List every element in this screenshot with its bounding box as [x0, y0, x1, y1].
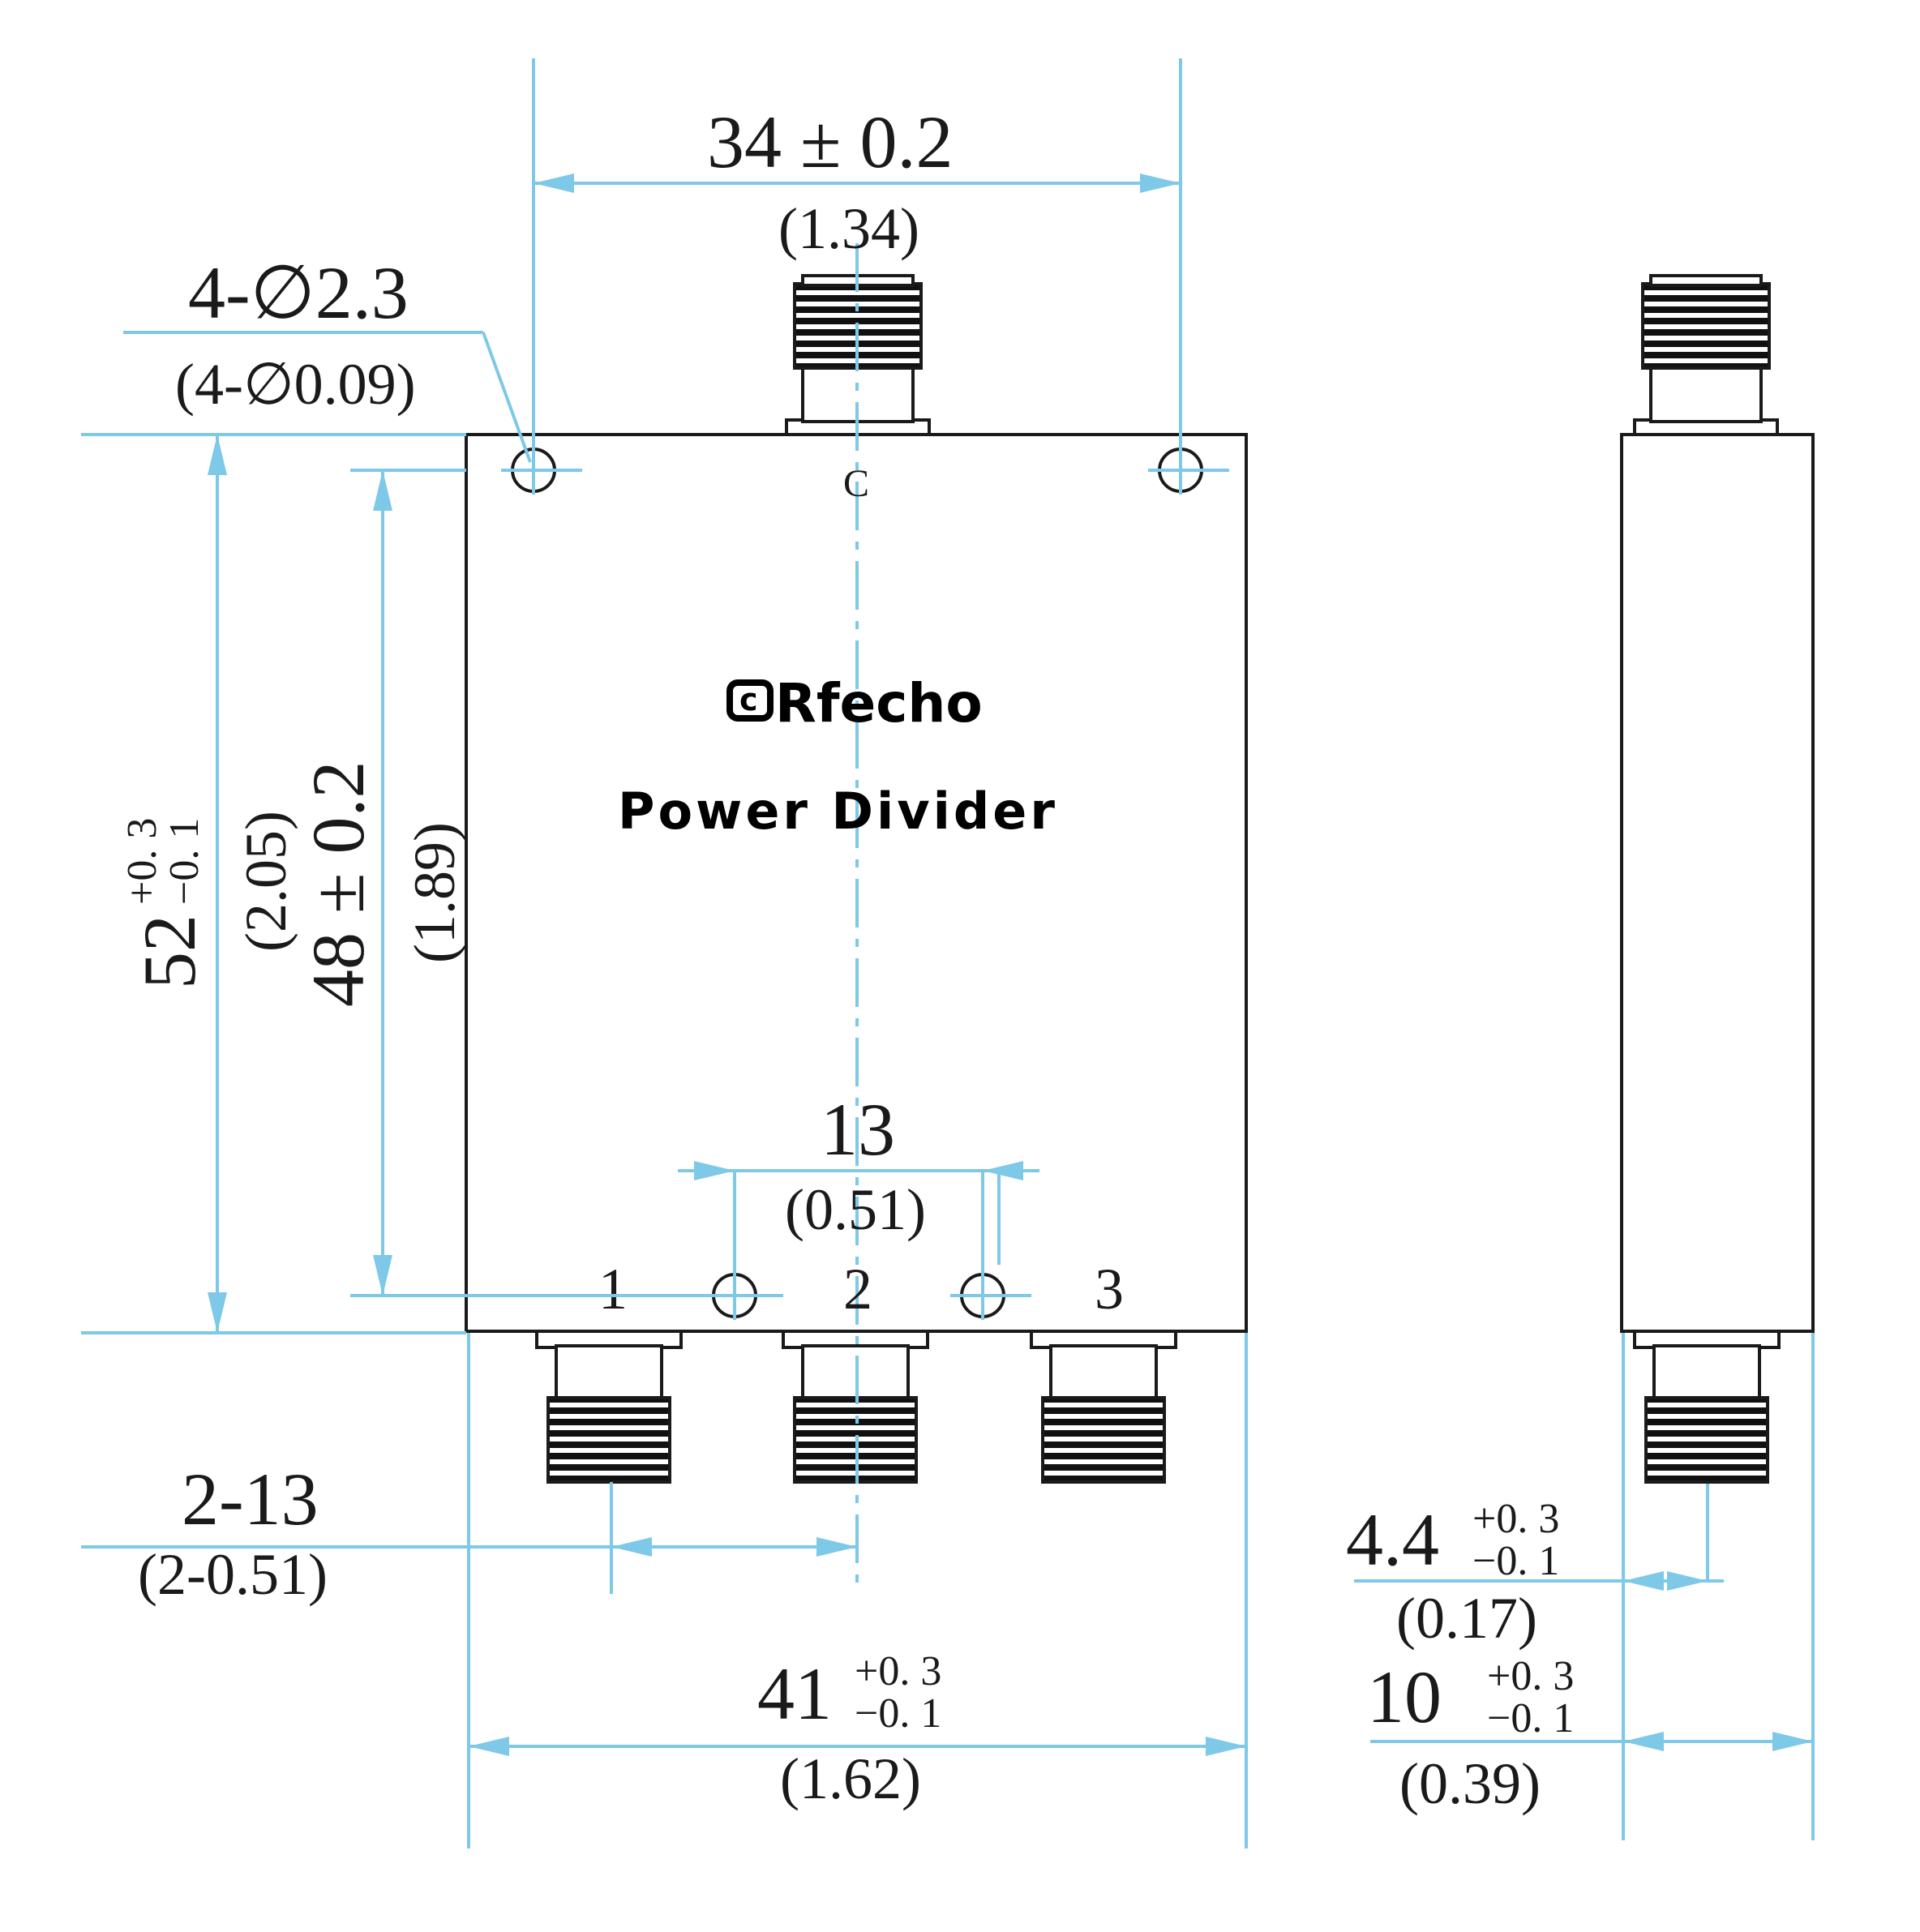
port-spacing-value: 2-13: [182, 1458, 319, 1540]
connector-offset-tol-plus: +0. 3: [1472, 1496, 1559, 1542]
body-width-tol-minus: −0. 1: [855, 1690, 941, 1737]
dimension-port-spacing: 2-13 (2-0.51): [81, 1458, 857, 1607]
thickness-tol-plus: +0. 3: [1487, 1653, 1574, 1699]
connector-offset-inch: (0.17): [1396, 1586, 1537, 1651]
thickness-tol-minus: −0. 1: [1487, 1695, 1574, 1741]
port-label-1: 1: [598, 1257, 628, 1322]
port-spacing-inch: (2-0.51): [138, 1542, 328, 1607]
body-width-tol-plus: +0. 3: [855, 1648, 941, 1694]
port-pitch-value: 13: [821, 1088, 895, 1171]
body-width-value: 41: [757, 1652, 832, 1735]
dimension-top-width: 34 ± 0.2 (1.34): [532, 58, 1182, 495]
thickness-inch: (0.39): [1399, 1751, 1541, 1816]
total-height-inch: (2.05): [234, 811, 298, 952]
output-connector-3: [1030, 1330, 1177, 1484]
dimension-connector-offset: 4.4 +0. 3 −0. 1 (0.17): [1346, 1333, 1815, 1840]
dimension-port-pitch: 13 (0.51): [678, 1088, 1039, 1320]
centerline-mark: C: [843, 462, 869, 505]
output-connector-1: [535, 1330, 683, 1484]
port-label-2: 2: [843, 1257, 872, 1322]
total-height-tol-plus: +0. 3: [119, 818, 165, 905]
connector-offset-value: 4.4: [1346, 1498, 1439, 1581]
dimension-total-height: 52 +0. 3 −0. 1 (2.05): [81, 433, 466, 1334]
dimension-thickness: 10 +0. 3 −0. 1 (0.39): [1367, 1653, 1813, 1816]
port-label-3: 3: [1095, 1257, 1124, 1322]
port-pitch-inch: (0.51): [785, 1177, 926, 1242]
holes-value: 4-∅2.3: [188, 251, 409, 334]
top-width-inch: (1.34): [778, 196, 919, 261]
front-view: C c Rfecho Power Divider 1 2 3 34 ± 0.2 …: [81, 58, 1248, 1848]
top-width-value: 34 ± 0.2: [707, 101, 954, 183]
connector-offset-tol-minus: −0. 1: [1472, 1538, 1559, 1584]
dimension-body-width: 41 +0. 3 −0. 1 (1.62): [467, 1333, 1248, 1848]
svg-text:c: c: [739, 682, 758, 718]
product-title: Power Divider: [618, 782, 1058, 841]
brand-name: Rfecho: [775, 672, 983, 735]
hole-height-value: 48 ± 0.2: [297, 761, 379, 1008]
body-width-inch: (1.62): [780, 1746, 921, 1811]
holes-inch: (4-∅0.09): [175, 352, 416, 417]
thickness-value: 10: [1367, 1656, 1442, 1738]
hole-height-inch: (1.89): [402, 822, 467, 963]
brand-logo: c Rfecho: [726, 672, 983, 735]
dimension-hole-height: 48 ± 0.2 (1.89): [297, 469, 735, 1297]
total-height-value: 52: [128, 915, 211, 989]
side-view: 4.4 +0. 3 −0. 1 (0.17) 10 +0. 3 −0. 1 (0…: [1346, 274, 1815, 1840]
output-connector-2: [782, 1330, 929, 1484]
total-height-tol-minus: −0. 1: [161, 818, 208, 905]
dimension-holes: 4-∅2.3 (4-∅0.09): [123, 251, 532, 463]
side-body: [1620, 433, 1815, 1333]
